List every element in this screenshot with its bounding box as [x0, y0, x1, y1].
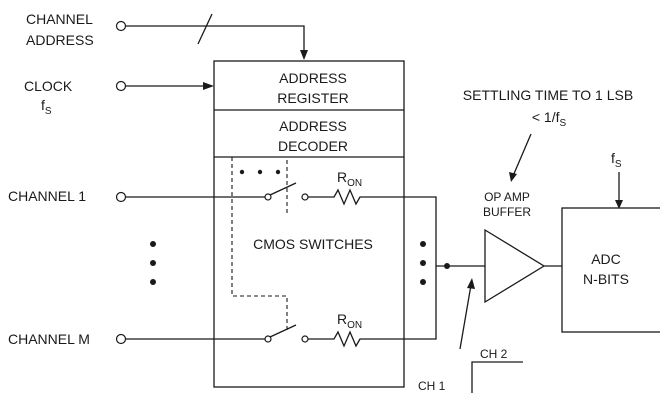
channel-address-label-line2: ADDRESS	[26, 32, 94, 48]
adc-label-line2: N-BITS	[583, 271, 629, 287]
adc-label-line1: ADC	[591, 251, 621, 267]
mux-block	[213, 60, 405, 388]
output-junction-dot	[444, 263, 450, 269]
control-dot-1	[239, 169, 245, 175]
switch-m-left-contact	[264, 335, 272, 343]
channel-1-label: CHANNEL 1	[8, 188, 86, 204]
clock-fs-label: fS	[41, 97, 52, 117]
switch-m-blade	[269, 324, 297, 338]
ch1-label: CH 1	[418, 379, 446, 393]
node-pointer-arrowhead	[467, 278, 475, 289]
channel-ellipsis-dot-3	[150, 279, 156, 285]
clock-fs-sub: S	[45, 106, 52, 117]
address-register-line2: REGISTER	[277, 90, 349, 106]
settling-time-line2: < 1/fS	[532, 109, 567, 129]
channel-m-terminal	[115, 333, 127, 345]
switch-m-right-contact	[301, 335, 309, 343]
settling-time-line2-sub: S	[559, 118, 566, 129]
address-decoder-line2: DECODER	[278, 138, 348, 154]
channel-1-terminal	[115, 191, 127, 203]
cmos-switches-label: CMOS SWITCHES	[253, 236, 373, 252]
adc-clock-arrowhead	[615, 200, 623, 209]
ron-1-main: R	[337, 169, 347, 185]
switch-1-blade	[269, 182, 297, 196]
output-ellipsis-dot-1	[420, 241, 426, 247]
adc-fs-main: f	[611, 150, 615, 166]
channel-ellipsis-dot-1	[150, 241, 156, 247]
channel-ellipsis-dot-2	[150, 260, 156, 266]
channel-m-label: CHANNEL M	[8, 331, 90, 347]
control-dot-3	[275, 169, 281, 175]
output-ellipsis-dot-3	[420, 279, 426, 285]
op-amp-label-line1: OP AMP	[484, 190, 530, 204]
bus-slash-mark	[197, 13, 213, 45]
ch1-ch2-step-waveform	[471, 361, 523, 393]
output-ellipsis-dot-2	[420, 260, 426, 266]
ron-m-sub: ON	[347, 320, 362, 331]
address-decoder-line1: ADDRESS	[279, 118, 347, 134]
channel-address-terminal	[115, 20, 127, 32]
channel-m-ron-path	[308, 266, 437, 348]
settling-arrowhead	[509, 172, 517, 182]
switch-m-control-dashed	[231, 157, 288, 330]
switch-1-left-contact	[264, 193, 272, 201]
clock-label: CLOCK	[24, 78, 73, 94]
control-dot-2	[257, 169, 263, 175]
op-amp-label-line2: BUFFER	[483, 205, 531, 219]
adc-fs-label: fS	[611, 150, 622, 170]
adc-block	[561, 207, 660, 333]
settling-time-line2-main: < 1/f	[532, 109, 560, 125]
ron-m-label: RON	[337, 311, 362, 331]
settling-time-line1: SETTLING TIME TO 1 LSB	[463, 87, 633, 103]
clock-arrowhead	[203, 82, 214, 90]
address-register-line1: ADDRESS	[279, 70, 347, 86]
switch-1-right-contact	[301, 193, 309, 201]
op-amp-triangle	[484, 228, 546, 304]
ch2-label: CH 2	[480, 347, 508, 361]
ron-1-sub: ON	[347, 178, 362, 189]
settling-arrow-line	[512, 133, 532, 177]
clock-terminal	[115, 80, 127, 92]
channel-address-label-line1: CHANNEL	[26, 11, 93, 27]
node-pointer-line	[459, 284, 472, 350]
address-bus-arrowhead	[300, 50, 308, 60]
channel-address-bus	[125, 25, 305, 55]
adc-fs-sub: S	[615, 159, 622, 170]
ron-m-main: R	[337, 311, 347, 327]
ron-1-label: RON	[337, 169, 362, 189]
clock-fs-main: f	[41, 97, 45, 113]
channel-1-ron-path	[308, 188, 437, 266]
